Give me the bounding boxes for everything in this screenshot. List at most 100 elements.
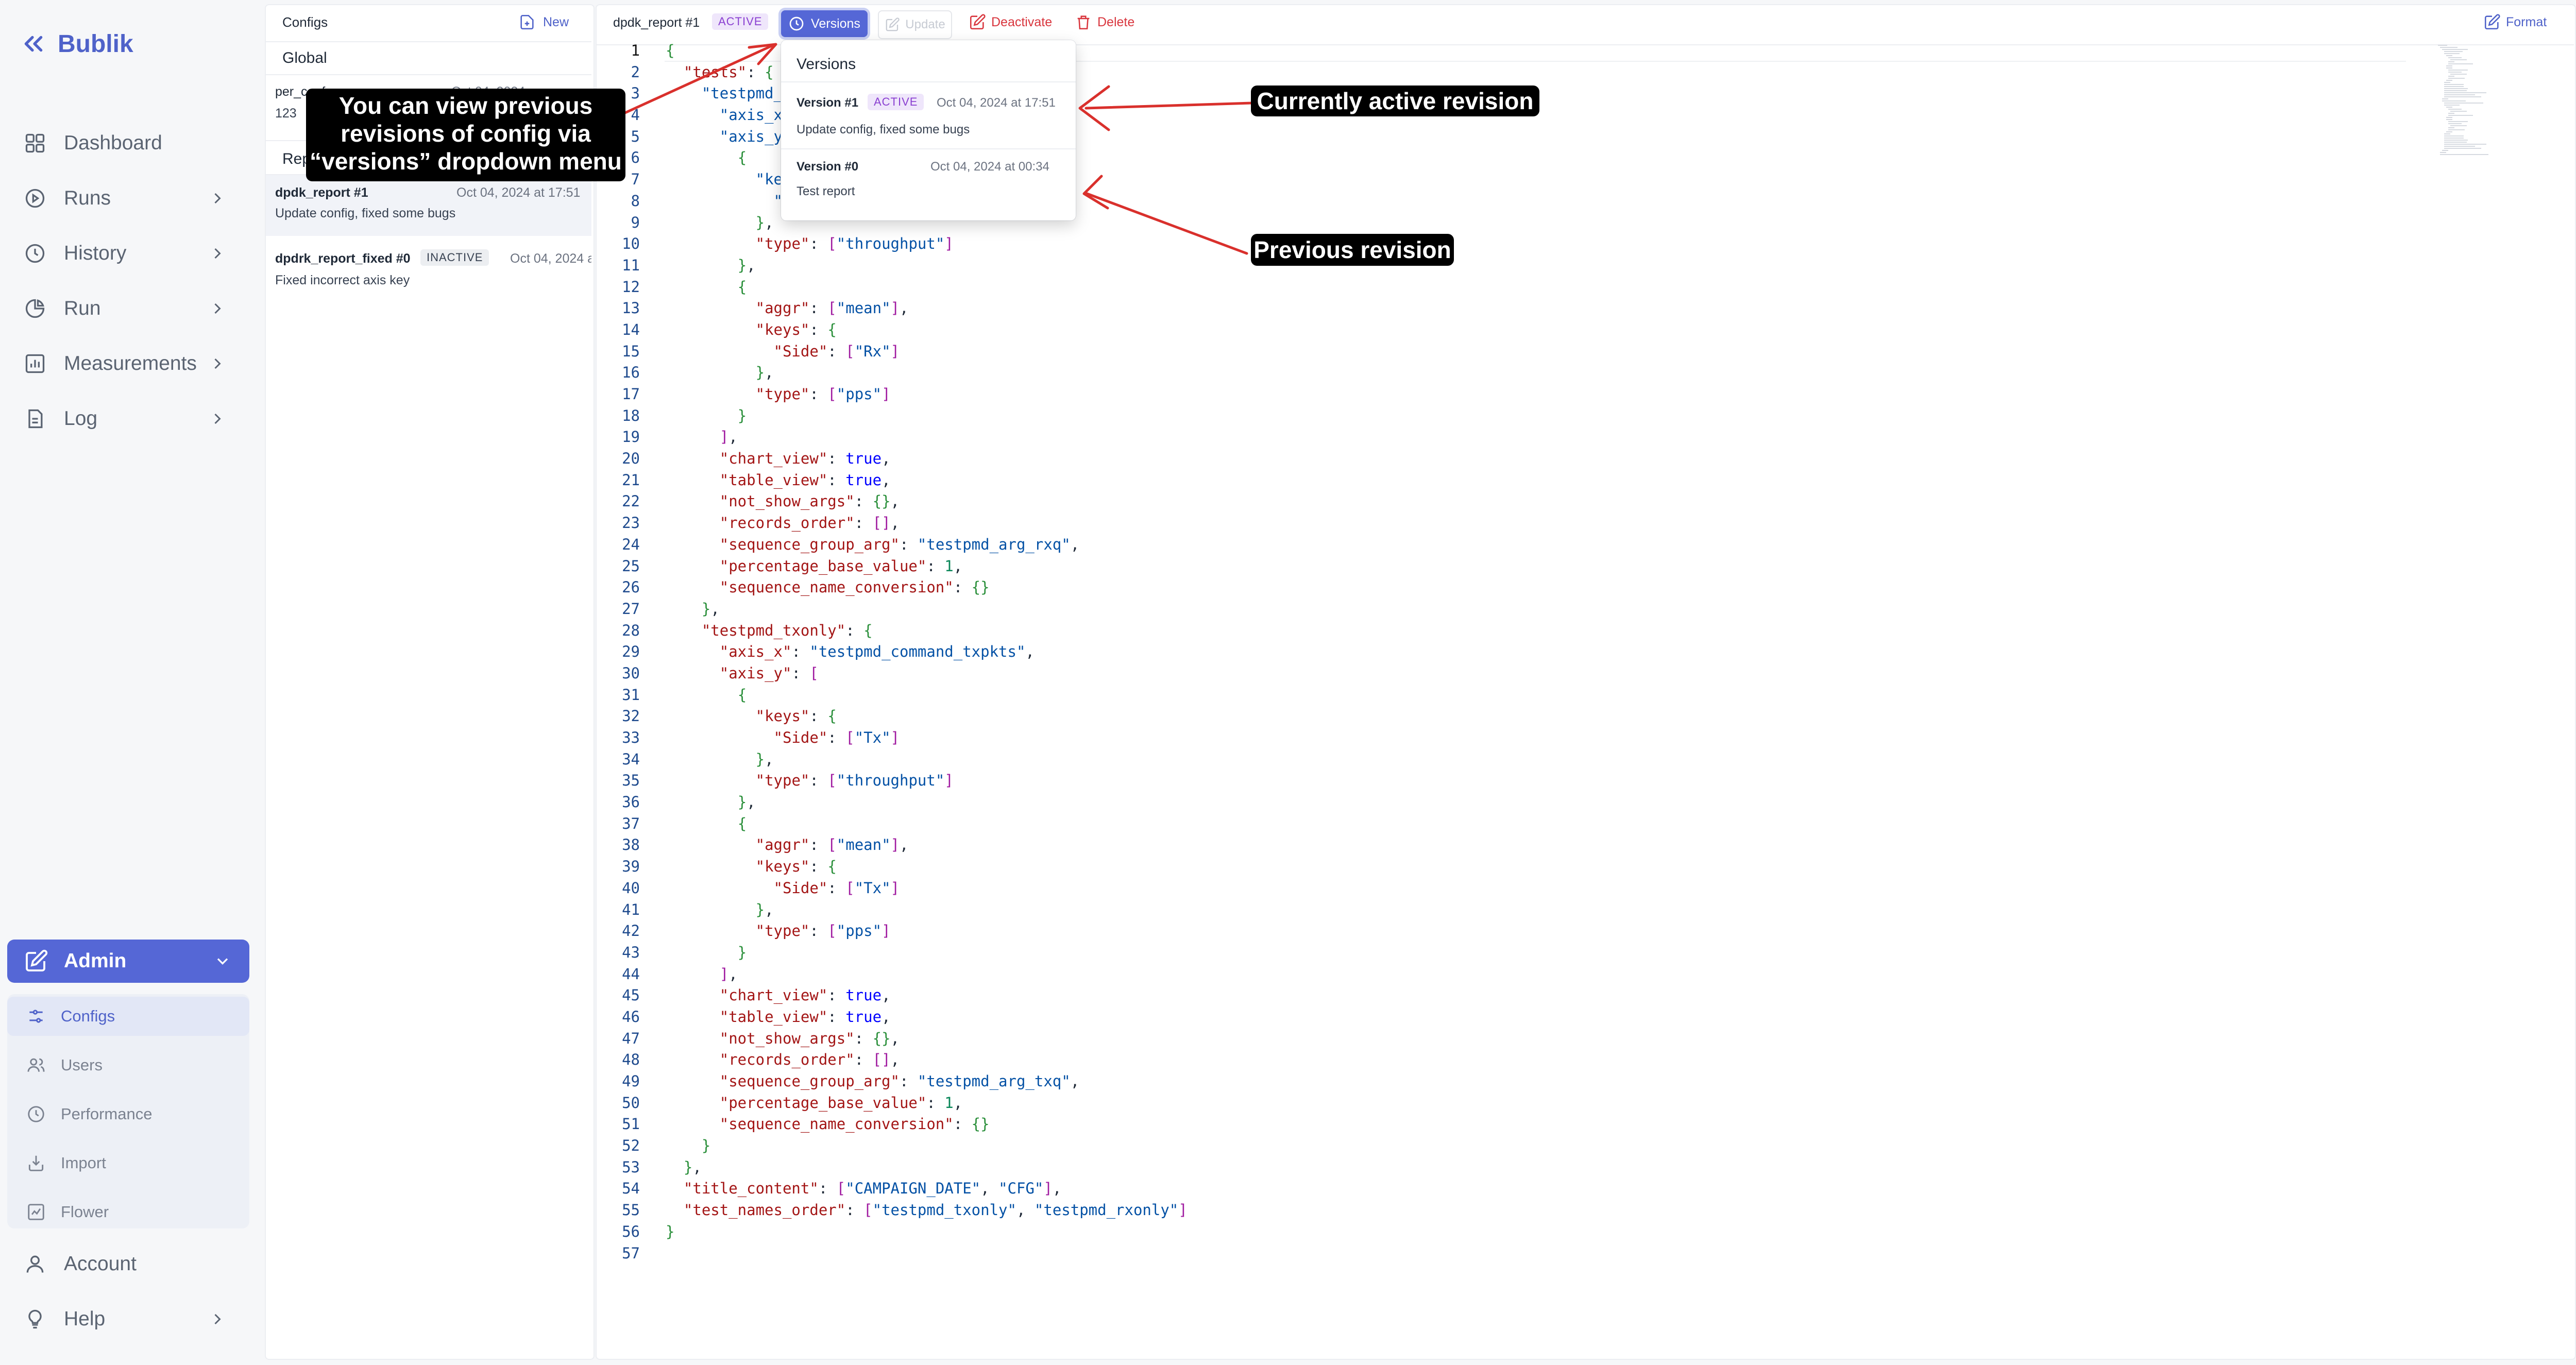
code-line[interactable]: 19 ], <box>608 426 1188 448</box>
code-line[interactable]: 45 "chart_view": true, <box>608 985 1188 1006</box>
code-line[interactable]: 29 "axis_x": "testpmd_command_txpkts", <box>608 641 1188 663</box>
line-number: 3 <box>631 84 640 103</box>
nav-history[interactable]: History <box>21 234 237 273</box>
admin-item-import[interactable]: Import <box>7 1144 249 1183</box>
code-line[interactable]: 2 "tests": { <box>608 62 1188 83</box>
admin-item-label: Flower <box>61 1203 109 1221</box>
admin-item-configs[interactable]: Configs <box>7 997 249 1036</box>
app-logo[interactable]: Bublik <box>21 26 133 62</box>
nav-admin[interactable]: Admin <box>7 940 249 983</box>
code-line[interactable]: 32 "keys": { <box>608 706 1188 727</box>
code-line[interactable]: 36 }, <box>608 792 1188 813</box>
code-line[interactable]: 50 "percentage_base_value": 1, <box>608 1093 1188 1114</box>
code-line[interactable]: 8 " <box>608 191 1188 212</box>
code-line[interactable]: 6 { <box>608 147 1188 169</box>
new-file-icon <box>520 14 534 30</box>
json-code-editor[interactable]: 1{2 "tests": {3 "testpmd_4 "axis_x"5 "ax… <box>608 40 1188 1264</box>
code-minimap[interactable] <box>2437 43 2504 157</box>
code-line[interactable]: 18 } <box>608 405 1188 427</box>
version-item-1[interactable]: Version #1 ACTIVE Oct 04, 2024 at 17:51 … <box>781 82 1076 146</box>
code-line[interactable]: 52 } <box>608 1135 1188 1157</box>
code-text: }, <box>737 793 756 811</box>
code-line[interactable]: 46 "table_view": true, <box>608 1006 1188 1028</box>
code-line[interactable]: 28 "testpmd_txonly": { <box>608 620 1188 642</box>
update-button[interactable]: Update <box>878 10 952 39</box>
code-line[interactable]: 44 ], <box>608 964 1188 985</box>
code-line[interactable]: 55 "test_names_order": ["testpmd_txonly"… <box>608 1200 1188 1221</box>
code-line[interactable]: 16 }, <box>608 362 1188 384</box>
code-line[interactable]: 40 "Side": ["Tx"] <box>608 878 1188 899</box>
report-config-item[interactable]: dpdk_report #1 Oct 04, 2024 at 17:51 Upd… <box>266 175 591 236</box>
code-line[interactable]: 43 } <box>608 942 1188 964</box>
code-line[interactable]: 27 }, <box>608 599 1188 620</box>
format-button[interactable]: Format <box>2483 13 2547 31</box>
code-line[interactable]: 54 "title_content": ["CAMPAIGN_DATE", "C… <box>608 1178 1188 1200</box>
line-number: 5 <box>631 127 640 145</box>
code-line[interactable]: 26 "sequence_name_conversion": {} <box>608 577 1188 599</box>
report-config-item[interactable]: dpdrk_report_fixed #0 INACTIVE Oct 04, 2… <box>266 241 591 302</box>
code-line[interactable]: 31 { <box>608 685 1188 706</box>
code-line[interactable]: 24 "sequence_group_arg": "testpmd_arg_rx… <box>608 534 1188 556</box>
code-line[interactable]: 11 }, <box>608 255 1188 277</box>
code-line[interactable]: 20 "chart_view": true, <box>608 448 1188 470</box>
double-chevron-left-icon[interactable] <box>21 31 46 57</box>
code-line[interactable]: 37 { <box>608 813 1188 835</box>
deactivate-button[interactable]: Deactivate <box>969 13 1052 31</box>
code-line[interactable]: 15 "Side": ["Rx"] <box>608 341 1188 363</box>
nav-dashboard[interactable]: Dashboard <box>21 124 237 163</box>
code-line[interactable]: 7 "ke <box>608 169 1188 191</box>
code-line[interactable]: 39 "keys": { <box>608 856 1188 878</box>
code-text: "testpmd_ <box>701 84 783 103</box>
code-line[interactable]: 53 }, <box>608 1157 1188 1179</box>
code-line[interactable]: 33 "Side": ["Tx"] <box>608 727 1188 749</box>
code-line[interactable]: 38 "aggr": ["mean"], <box>608 834 1188 856</box>
code-line[interactable]: 42 "type": ["pps"] <box>608 920 1188 942</box>
code-line[interactable]: 17 "type": ["pps"] <box>608 384 1188 405</box>
code-line[interactable]: 49 "sequence_group_arg": "testpmd_arg_tx… <box>608 1071 1188 1093</box>
code-line[interactable]: 35 "type": ["throughput"] <box>608 770 1188 792</box>
code-line[interactable]: 9 }, <box>608 212 1188 234</box>
code-line[interactable]: 4 "axis_x" <box>608 105 1188 126</box>
code-line[interactable]: 21 "table_view": true, <box>608 470 1188 491</box>
code-line[interactable]: 56} <box>608 1221 1188 1243</box>
code-text: "type": ["pps"] <box>755 922 891 940</box>
code-line[interactable]: 3 "testpmd_ <box>608 83 1188 105</box>
nav-run[interactable]: Run <box>21 289 237 328</box>
nav-measurements[interactable]: Measurements <box>21 344 237 383</box>
delete-button[interactable]: Delete <box>1075 13 1134 31</box>
config-name: dpdk_report #1 <box>275 185 368 200</box>
line-number: 35 <box>622 772 640 790</box>
line-number: 21 <box>622 471 640 489</box>
code-line[interactable]: 57 <box>608 1243 1188 1265</box>
code-line[interactable]: 14 "keys": { <box>608 319 1188 341</box>
code-line[interactable]: 25 "percentage_base_value": 1, <box>608 556 1188 577</box>
code-line[interactable]: 48 "records_order": [], <box>608 1049 1188 1071</box>
code-line[interactable]: 1{ <box>608 40 1188 62</box>
code-line[interactable]: 13 "aggr": ["mean"], <box>608 298 1188 319</box>
code-line[interactable]: 30 "axis_y": [ <box>608 663 1188 685</box>
new-config-button[interactable]: New <box>518 13 569 31</box>
version-date: Oct 04, 2024 at 17:51 <box>937 96 1056 110</box>
code-line[interactable]: 34 }, <box>608 749 1188 771</box>
nav-help[interactable]: Help <box>21 1300 237 1339</box>
admin-item-flower[interactable]: Flower <box>7 1192 249 1232</box>
code-text: ], <box>719 965 738 983</box>
code-text: "chart_view": true, <box>719 986 891 1004</box>
nav-log[interactable]: Log <box>21 399 237 438</box>
code-line[interactable]: 47 "not_show_args": {}, <box>608 1028 1188 1050</box>
code-line[interactable]: 22 "not_show_args": {}, <box>608 491 1188 513</box>
annotation-active-tip: Currently active revision <box>1251 86 1539 116</box>
divider <box>266 41 591 42</box>
version-item-0[interactable]: Version #0 Oct 04, 2024 at 00:34 Test re… <box>781 149 1076 213</box>
nav-account[interactable]: Account <box>21 1244 237 1284</box>
code-line[interactable]: 23 "records_order": [], <box>608 513 1188 534</box>
code-line[interactable]: 51 "sequence_name_conversion": {} <box>608 1114 1188 1135</box>
admin-item-users[interactable]: Users <box>7 1046 249 1085</box>
code-line[interactable]: 41 }, <box>608 899 1188 921</box>
code-line[interactable]: 12 { <box>608 277 1188 298</box>
versions-button[interactable]: Versions <box>781 10 868 37</box>
code-line[interactable]: 5 "axis_y" <box>608 126 1188 148</box>
nav-runs[interactable]: Runs <box>21 179 237 218</box>
admin-item-performance[interactable]: Performance <box>7 1095 249 1134</box>
code-line[interactable]: 10 "type": ["throughput"] <box>608 233 1188 255</box>
